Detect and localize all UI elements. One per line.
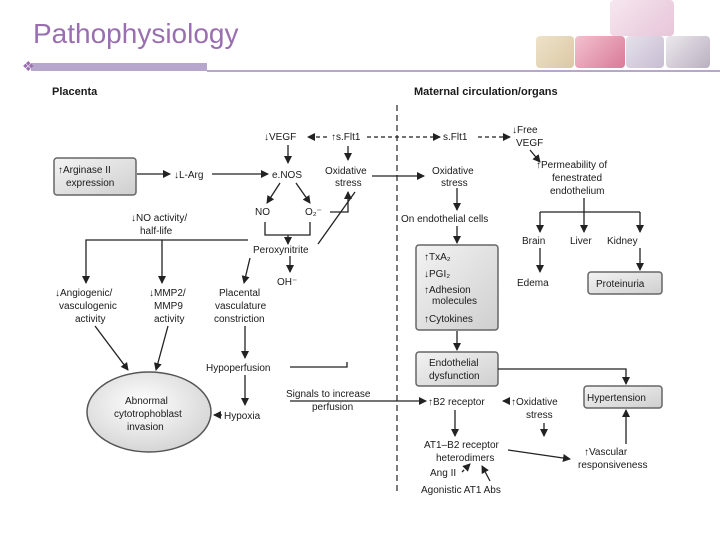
oxidative-stress-left-2: stress: [335, 178, 362, 189]
oh-label: OH⁻: [277, 277, 297, 288]
pink-bottles-image: [575, 36, 625, 68]
brain-label: Brain: [522, 236, 545, 247]
placental-label-3: constriction: [214, 314, 265, 325]
hypertension-label: Hypertension: [587, 393, 646, 404]
arginase-label-2: expression: [66, 178, 114, 189]
header-rule: [207, 70, 720, 72]
cytokines-label: ↑Cytokines: [424, 314, 473, 325]
kidney-label: Kidney: [607, 236, 638, 247]
o2-label: O₂⁻: [305, 207, 322, 218]
oxidative-stress-right-1: Oxidative: [432, 166, 474, 177]
angiogenic-label-2: vasculogenic: [59, 301, 117, 312]
angiogenic-label-3: activity: [75, 314, 106, 325]
oxidative-stress-bottom-2: stress: [526, 410, 553, 421]
angiogenic-label-1: ↓Angiogenic/: [55, 288, 112, 299]
mmp-label-1: ↓MMP2/: [149, 288, 186, 299]
perfume-image: [666, 36, 710, 68]
vascular-label-2: responsiveness: [578, 460, 647, 471]
on-endothelial-label: On endothelial cells: [401, 214, 488, 225]
adhesion-label-1: ↑Adhesion: [424, 285, 471, 296]
agonistic-label: Agonistic AT1 Abs: [421, 485, 501, 496]
permeability-label-1: ↑Permeability of: [536, 160, 607, 171]
placental-label-2: vasculature: [215, 301, 267, 312]
proteinuria-box: [587, 271, 663, 295]
placental-label-1: Placental: [219, 288, 260, 299]
permeability-label-3: endothelium: [550, 186, 604, 197]
at1-b2-label-1: AT1–B2 receptor: [424, 440, 500, 451]
mmp-label-3: activity: [154, 314, 185, 325]
endothelial-cells-box: [415, 244, 499, 331]
edema-label: Edema: [517, 278, 549, 289]
diagram-arrows: [82, 133, 644, 482]
l-arg-label: ↓L-Arg: [174, 170, 203, 181]
permeability-label-2: fenestrated: [552, 173, 602, 184]
endothelial-dysfunction-label-2: dysfunction: [429, 371, 480, 382]
sflt1-placenta-label: ↑s.Flt1: [331, 132, 361, 143]
ang2-label: Ang II: [430, 468, 456, 479]
proteinuria-label: Proteinuria: [596, 279, 645, 290]
no-label: NO: [255, 207, 270, 218]
arginase-box: [53, 157, 137, 196]
b2-receptor-label: ↑B2 receptor: [428, 397, 485, 408]
arginase-label-1: ↑Arginase II: [58, 165, 111, 176]
free-vegf-label-1: ↓Free: [512, 125, 538, 136]
adhesion-label-2: molecules: [432, 296, 477, 307]
txa2-label: ↑TxA₂: [424, 252, 451, 263]
enos-label: e.NOS: [272, 170, 302, 181]
hypertension-box: [583, 385, 663, 409]
endothelial-dysfunction-label-1: Endothelial: [429, 358, 478, 369]
mmp-label-2: MMP9: [154, 301, 183, 312]
bottles-image: [536, 36, 574, 68]
liver-label: Liver: [570, 236, 592, 247]
oxidative-stress-right-2: stress: [441, 178, 468, 189]
no-activity-label-2: half-life: [140, 226, 173, 237]
diamond-bullet-icon: ❖: [22, 58, 35, 74]
vascular-label-1: ↑Vascular: [584, 447, 628, 458]
signals-label-2: perfusion: [312, 402, 353, 413]
vegf-label: ↓VEGF: [264, 132, 296, 143]
placenta-header: Placenta: [52, 86, 98, 98]
hypoxia-label: Hypoxia: [224, 411, 261, 422]
abnormal-label-2: cytotrophoblast: [114, 409, 182, 420]
slide-title: Pathophysiology: [33, 18, 239, 49]
abnormal-label-3: invasion: [127, 422, 164, 433]
abnormal-label-1: Abnormal: [125, 396, 168, 407]
flower-image: [610, 0, 674, 36]
oxidative-stress-bottom-1: ↑Oxidative: [511, 397, 558, 408]
sea-image: [626, 36, 664, 68]
free-vegf-label-2: VEGF: [516, 138, 543, 149]
peroxynitrite-label: Peroxynitrite: [253, 245, 309, 256]
maternal-header: Maternal circulation/organs: [414, 86, 558, 98]
pgi2-label: ↓PGI₂: [424, 269, 450, 280]
no-activity-label-1: ↓NO activity/: [131, 213, 187, 224]
oxidative-stress-left-1: Oxidative: [325, 166, 367, 177]
signals-label-1: Signals to increase: [286, 389, 371, 400]
diagram-labels: ↓VEGF ↑s.Flt1 s.Flt1 ↓Free VEGF ↑Arginas…: [55, 125, 647, 496]
sflt1-maternal-label: s.Flt1: [443, 132, 468, 143]
abnormal-invasion-ellipse: [86, 371, 212, 453]
hypoperfusion-label: Hypoperfusion: [206, 363, 270, 374]
title-underline-bar: [31, 63, 207, 71]
at1-b2-label-2: heterodimers: [436, 453, 494, 464]
